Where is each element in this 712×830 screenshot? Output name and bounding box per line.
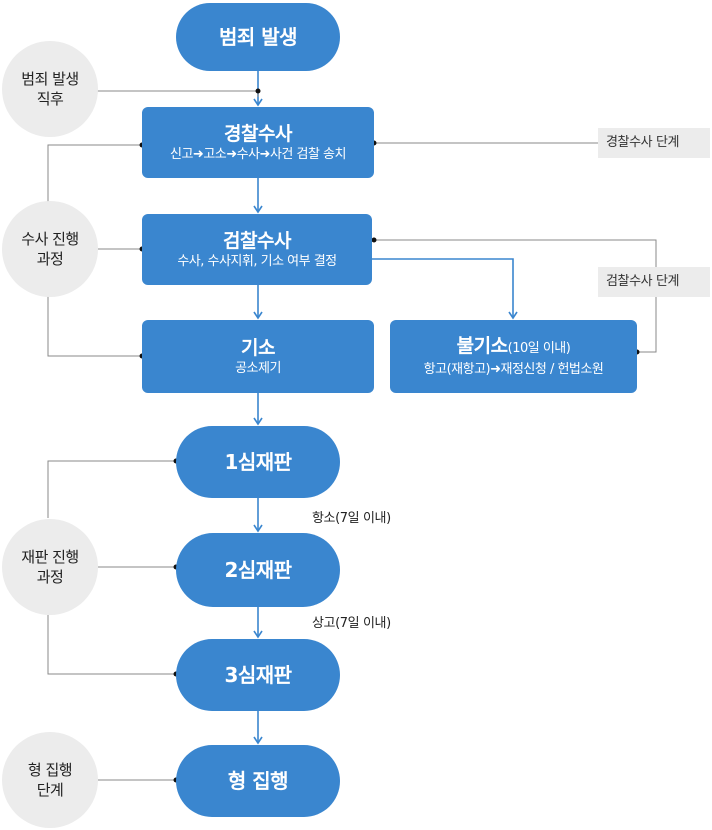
node-prosecution-investigation: 검찰수사 수사, 수사지휘, 기소 여부 결정 — [142, 214, 372, 285]
edge-label-final-appeal: 상고(7일 이내) — [312, 616, 391, 631]
stage-circle-right-after-line1: 범죄 발생 — [21, 70, 79, 88]
stage-circle-trial: 재판 진행 과정 — [2, 519, 98, 615]
node-indictment-title: 기소 — [241, 336, 275, 359]
edge-label-appeal: 항소(7일 이내) — [312, 511, 391, 526]
tag-prosecution-stage: 검찰수사 단계 — [598, 267, 710, 297]
stage-circle-execution-line2: 단계 — [36, 781, 64, 799]
arrow-prosecution-to-non-indictment — [372, 258, 518, 320]
stage-circle-investigation-line2: 과정 — [36, 250, 64, 268]
node-trial-2-title: 2심재판 — [224, 558, 292, 582]
node-trial-1-title: 1심재판 — [224, 450, 292, 474]
connector-right-after — [96, 90, 259, 97]
stage-circle-trial-line2: 과정 — [36, 568, 64, 586]
stage-circle-investigation: 수사 진행 과정 — [2, 201, 98, 297]
node-non-indictment-subtitle: 항고(재항고)➜재정신청 / 헌법소원 — [423, 362, 604, 377]
stage-circle-right-after-line2: 직후 — [36, 90, 64, 108]
node-trial-1: 1심재판 — [176, 426, 340, 498]
connector-trial-top — [47, 460, 176, 518]
connector-trial-bottom — [47, 615, 176, 675]
connector-investigation-bottom — [47, 296, 142, 357]
stage-circle-trial-line1: 재판 진행 — [21, 548, 79, 566]
node-police-investigation: 경찰수사 신고➜고소➜수사➜사건 검찰 송치 — [142, 107, 374, 178]
node-indictment: 기소 공소제기 — [142, 320, 374, 393]
node-non-indictment-title: 불기소 — [456, 335, 508, 357]
node-non-indictment: 불기소(10일 이내) 항고(재항고)➜재정신청 / 헌법소원 — [390, 320, 637, 393]
tag-police-stage: 경찰수사 단계 — [598, 128, 710, 158]
node-trial-3: 3심재판 — [176, 639, 340, 711]
node-non-indictment-heading: 불기소(10일 이내) — [457, 334, 571, 361]
node-execution: 형 집행 — [176, 745, 340, 817]
stage-circle-execution-line1: 형 집행 — [27, 761, 73, 779]
connector-investigation-top — [47, 144, 142, 203]
dot-prosecution-right — [371, 237, 377, 243]
stage-circle-right-after: 범죄 발생 직후 — [2, 41, 98, 137]
node-execution-title: 형 집행 — [227, 769, 289, 793]
stage-circle-investigation-line1: 수사 진행 — [21, 230, 79, 248]
node-police-subtitle: 신고➜고소➜수사➜사건 검찰 송치 — [170, 146, 346, 162]
node-prosecution-title: 검찰수사 — [223, 229, 291, 252]
node-police-title: 경찰수사 — [224, 122, 292, 145]
stage-circle-execution: 형 집행 단계 — [2, 732, 98, 828]
dot-right-after — [255, 88, 261, 94]
node-prosecution-subtitle: 수사, 수사지휘, 기소 여부 결정 — [177, 253, 337, 269]
node-non-indictment-note: (10일 이내) — [507, 341, 571, 356]
node-crime: 범죄 발생 — [176, 3, 340, 71]
node-crime-title: 범죄 발생 — [218, 25, 298, 49]
node-trial-2: 2심재판 — [176, 533, 340, 607]
node-indictment-subtitle: 공소제기 — [235, 360, 281, 376]
node-trial-3-title: 3심재판 — [224, 663, 292, 687]
